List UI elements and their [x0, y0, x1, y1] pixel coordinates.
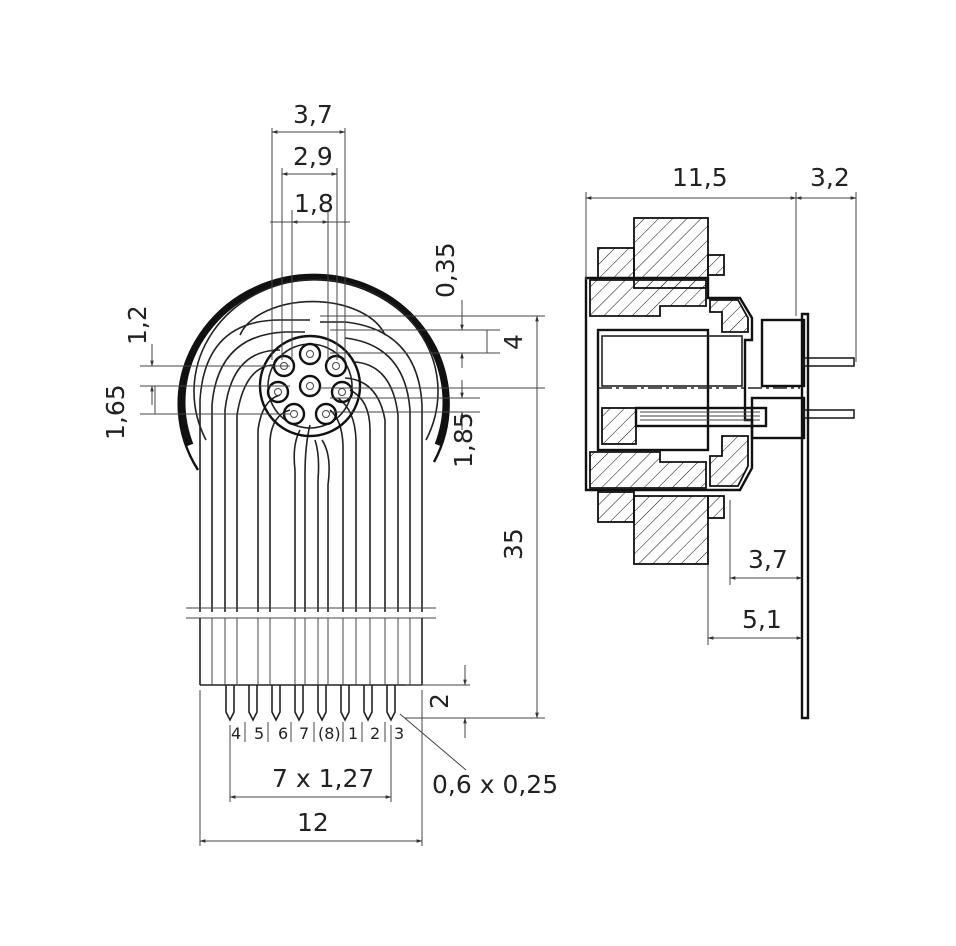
- panel-bottom: [633, 495, 709, 565]
- dim-4: 4: [499, 334, 528, 350]
- inner-arc: [239, 300, 386, 336]
- pin-separators: [244, 722, 386, 742]
- nut-bottom: [597, 491, 635, 523]
- dim-7x1-27: 7 x 1,27: [272, 764, 374, 793]
- rear-block: [760, 318, 806, 388]
- contact-sleeve: [634, 406, 768, 428]
- housing-sleeve-top: [589, 279, 707, 317]
- pcb-board: [800, 312, 810, 720]
- pin-label-3: 3: [394, 724, 404, 743]
- pin-tails: [225, 685, 396, 722]
- nut-top: [597, 247, 635, 279]
- pin-upper: [803, 357, 855, 367]
- dim-2-9: 2,9: [293, 142, 333, 171]
- dim-1-2: 1,2: [123, 305, 152, 345]
- pin-label-8: (8): [318, 724, 341, 743]
- dim-5-1: 5,1: [742, 605, 782, 634]
- pin-lower: [803, 409, 855, 419]
- pin-label-6: 6: [278, 724, 288, 743]
- dim-0-35: 0,35: [431, 242, 460, 298]
- pin-label-4: 4: [231, 724, 241, 743]
- contact-socket: [601, 407, 637, 445]
- dim-35: 35: [499, 528, 528, 560]
- dim-11-5: 11,5: [672, 163, 728, 192]
- insert-body: [596, 328, 710, 452]
- housing-sleeve-bottom: [589, 451, 707, 489]
- housing-outline: [584, 276, 754, 492]
- housing-flange-bottom: [709, 435, 749, 487]
- front-view: 4 5 6 7 (8) 1 2 3: [101, 100, 558, 846]
- insert-top: [601, 335, 743, 387]
- pin-label-1: 1: [348, 724, 358, 743]
- contact-pins: [266, 342, 354, 426]
- housing-flange-top: [709, 299, 749, 333]
- dim-3-2: 3,2: [810, 163, 850, 192]
- pin-label-5: 5: [254, 724, 264, 743]
- dim-3-7-side: 3,7: [748, 545, 788, 574]
- dim-3-7-top: 3,7: [293, 100, 333, 129]
- nut-bottom-right: [707, 495, 725, 519]
- dim-1-8: 1,8: [294, 189, 334, 218]
- rear-block-lower: [750, 396, 806, 440]
- lead-block: [199, 618, 423, 686]
- pin-label-2: 2: [370, 724, 380, 743]
- dim-1-65: 1,65: [101, 384, 130, 440]
- nut-top-right: [707, 254, 725, 276]
- side-view: 11,5 3,2 3,7 5,1: [584, 163, 857, 720]
- side-dimension-lines: [585, 192, 857, 645]
- flange-outer-band: [178, 273, 450, 447]
- dim-2: 2: [425, 693, 454, 709]
- dim-0-6x0-25: 0,6 x 0,25: [432, 770, 558, 799]
- front-dimension-lines: [140, 128, 545, 846]
- pin-label-7: 7: [299, 724, 309, 743]
- dim-1-85: 1,85: [449, 412, 478, 468]
- flange-inner-edge: [193, 278, 439, 441]
- dim-12: 12: [297, 808, 329, 837]
